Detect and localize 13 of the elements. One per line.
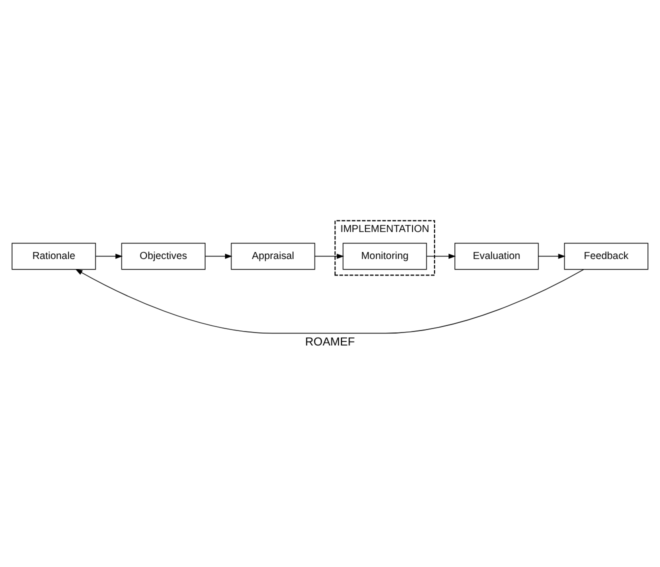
node-box: Rationale: [12, 242, 96, 270]
node-box: Objectives: [121, 242, 206, 270]
caption: ROAMEF: [305, 335, 355, 348]
arrow: [75, 268, 584, 334]
node-box: Evaluation: [454, 242, 539, 270]
node-box: Feedback: [564, 242, 648, 270]
arrow: [538, 254, 566, 259]
arrow: [314, 254, 344, 259]
node-box: Appraisal: [230, 242, 316, 270]
arrow: [95, 254, 123, 259]
arrow: [426, 254, 456, 259]
arrow: [204, 254, 232, 259]
node-box: Monitoring: [342, 242, 427, 270]
